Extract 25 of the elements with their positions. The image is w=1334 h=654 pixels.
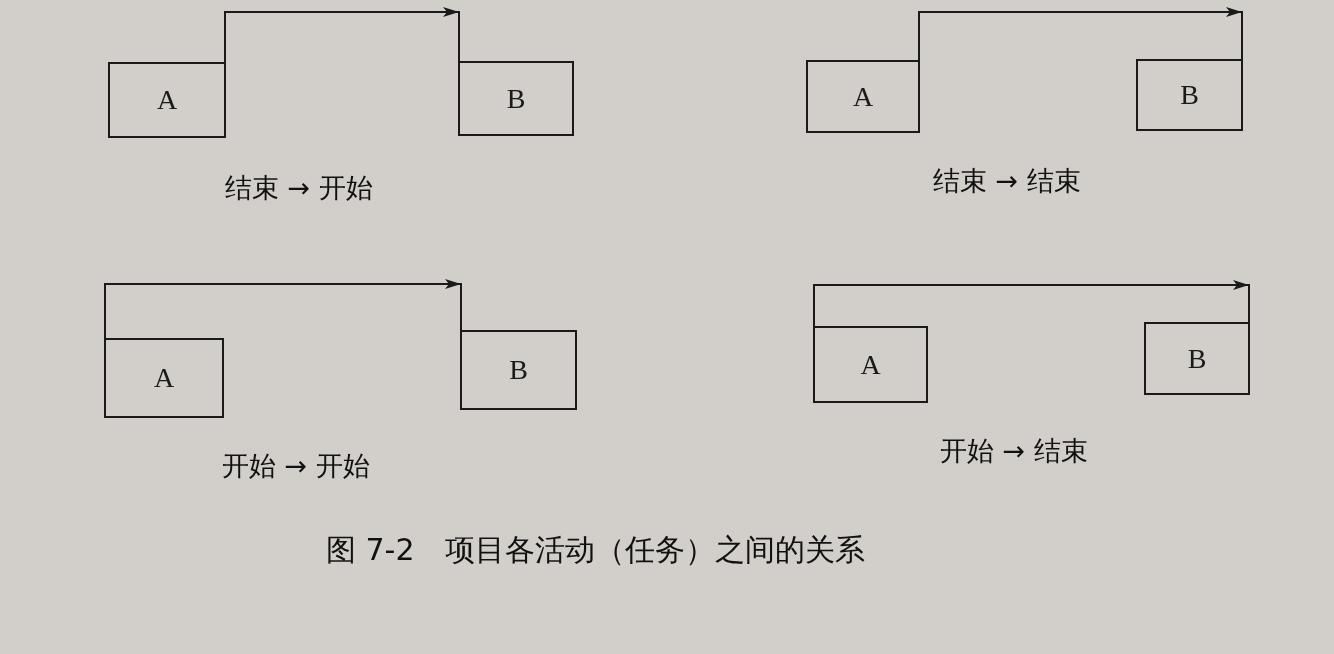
task-letter: A	[153, 362, 175, 394]
task-letter: B	[506, 82, 526, 115]
task-box	[1144, 322, 1250, 395]
task-letter: A	[852, 80, 874, 113]
task-box	[104, 338, 224, 418]
arrow	[918, 7, 1243, 61]
task-letter: B	[1180, 79, 1199, 111]
task-box	[806, 60, 920, 133]
task-letter: A	[156, 84, 178, 116]
arrow	[813, 280, 1250, 327]
task-box	[108, 62, 226, 138]
arrow	[224, 7, 460, 63]
task-box	[460, 330, 577, 410]
task-letter: A	[860, 348, 881, 381]
task-letter: B	[509, 354, 528, 386]
relation-label: 结束 → 开始	[225, 171, 373, 205]
figure-caption: 图 7-2 项目各活动（任务）之间的关系	[326, 531, 865, 569]
relation-label: 开始 → 开始	[222, 449, 370, 483]
task-letter: B	[1187, 342, 1207, 375]
task-box	[458, 61, 574, 136]
relation-label: 结束 → 结束	[933, 164, 1081, 198]
task-box	[813, 326, 928, 403]
relation-label: 开始 → 结束	[940, 434, 1088, 468]
arrow	[104, 279, 462, 339]
task-box	[1136, 59, 1243, 131]
